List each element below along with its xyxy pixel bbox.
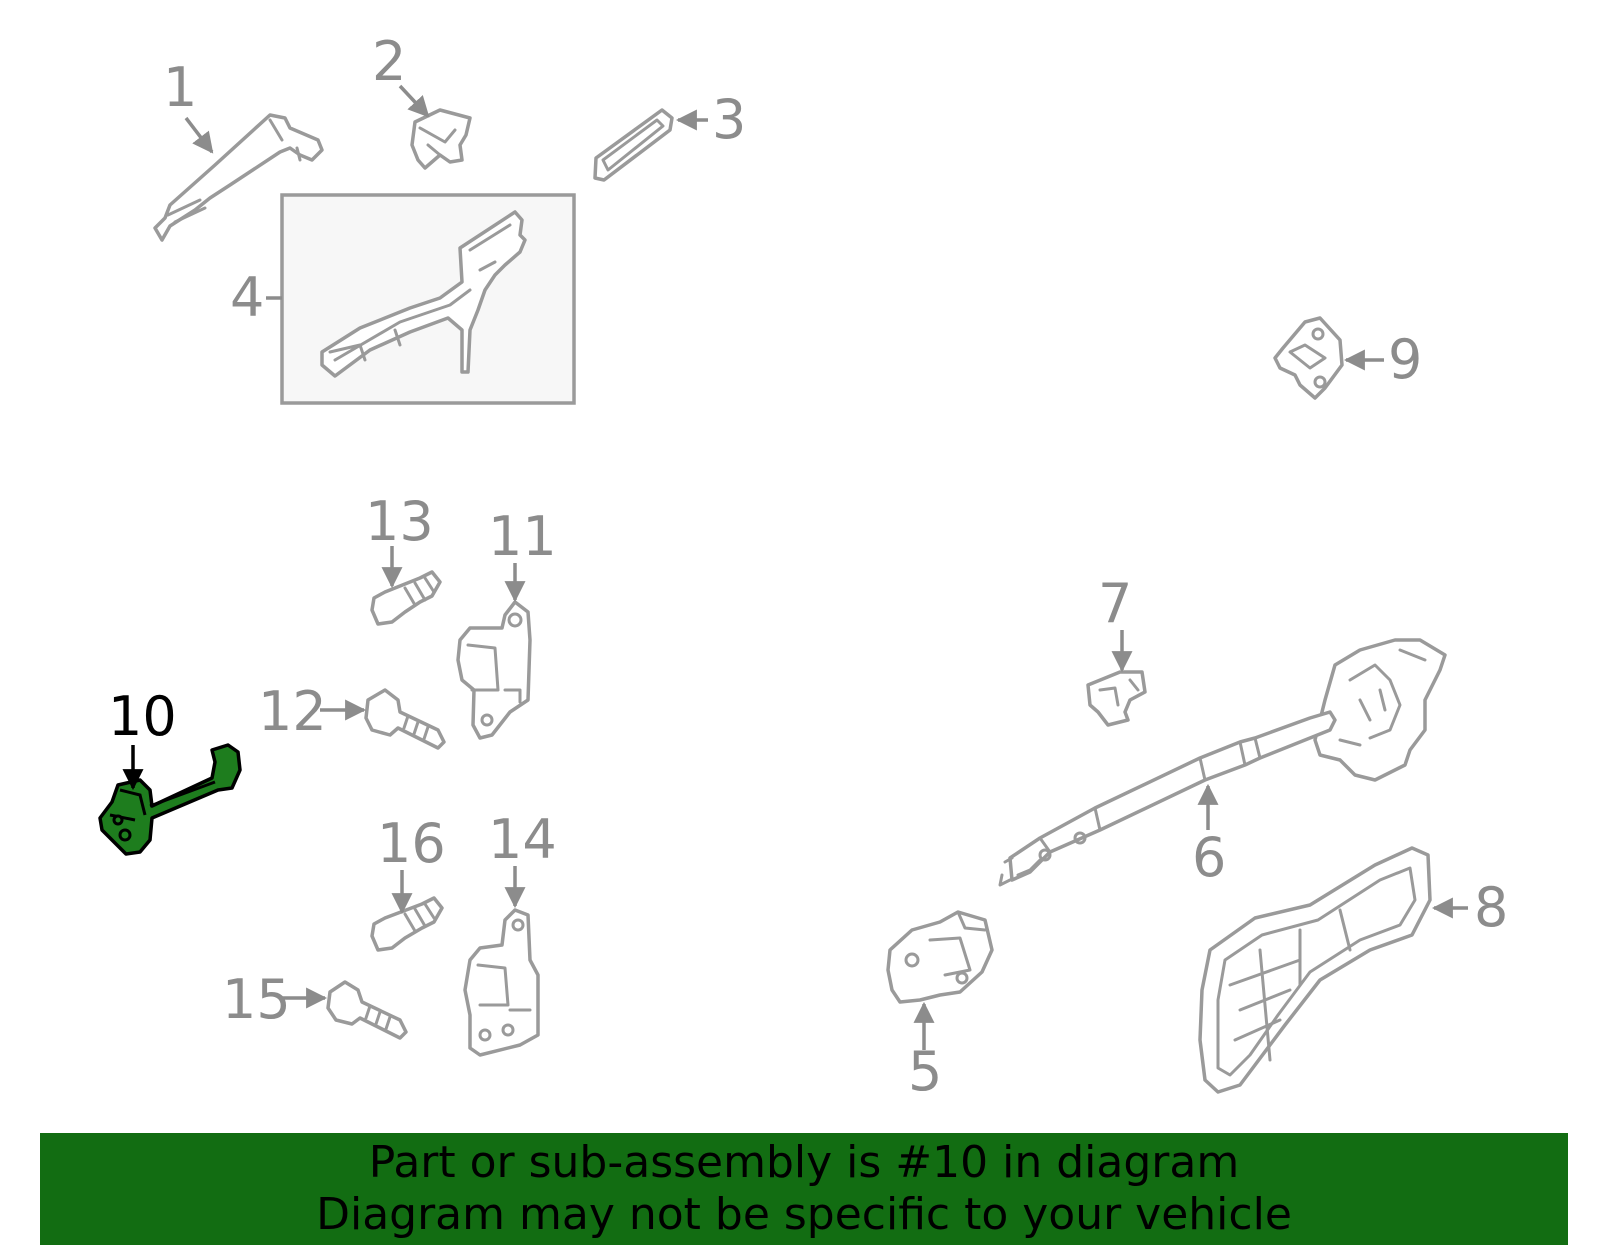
callout-5: 5 — [908, 1040, 942, 1103]
banner-line-2: Diagram may not be specific to your vehi… — [316, 1189, 1292, 1240]
callout-7: 7 — [1098, 572, 1132, 635]
callout-2: 2 — [372, 30, 406, 93]
part-4-box — [280, 193, 576, 405]
part-6-latch-assembly[interactable] — [998, 638, 1447, 887]
part-8-inner-handle-bezel[interactable] — [1198, 846, 1432, 1094]
callout-15: 15 — [222, 968, 291, 1031]
banner-line-1: Part or sub-assembly is #10 in diagram — [368, 1137, 1240, 1188]
part-4-handle-frame[interactable] — [320, 210, 527, 378]
callout-13: 13 — [365, 490, 434, 553]
part-1-outside-handle[interactable] — [153, 113, 324, 242]
part-13-bolt[interactable] — [370, 570, 442, 626]
part-5-actuator[interactable] — [886, 910, 994, 1004]
callout-14: 14 — [488, 808, 557, 871]
part-16-bolt[interactable] — [370, 896, 444, 952]
callout-16: 16 — [377, 812, 446, 875]
part-11-upper-hinge[interactable] — [456, 600, 532, 740]
part-9-striker[interactable] — [1273, 316, 1344, 400]
part-3-gasket[interactable] — [593, 108, 674, 182]
part-12-bolt[interactable] — [364, 688, 446, 750]
part-10-door-check[interactable] — [98, 743, 242, 856]
callout-10: 10 — [108, 685, 177, 748]
callout-4: 4 — [230, 266, 264, 329]
callout-9: 9 — [1388, 328, 1422, 391]
leader-1 — [184, 116, 214, 154]
callout-6: 6 — [1192, 826, 1226, 889]
part-15-bolt[interactable] — [326, 980, 408, 1040]
callout-11: 11 — [488, 505, 557, 568]
part-14-lower-hinge[interactable] — [463, 908, 540, 1057]
leader-2 — [398, 84, 430, 118]
callout-8: 8 — [1474, 876, 1508, 939]
info-banner: Part or sub-assembly is #10 in diagram D… — [40, 1133, 1568, 1245]
callout-1: 1 — [163, 56, 197, 119]
part-7-clip[interactable] — [1086, 670, 1147, 727]
callout-12: 12 — [258, 680, 327, 743]
callout-3: 3 — [712, 88, 746, 151]
part-2-clip[interactable] — [410, 108, 472, 170]
